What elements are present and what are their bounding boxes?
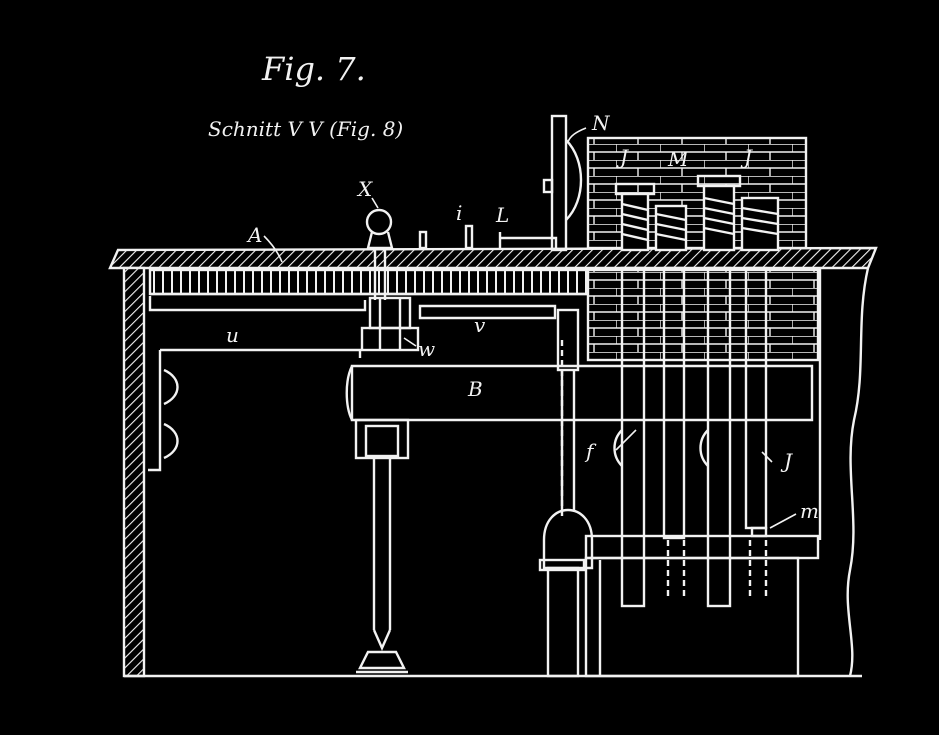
table-top <box>108 246 878 270</box>
arm-v <box>418 304 557 320</box>
label-f: f <box>584 439 597 463</box>
rod-f <box>620 266 646 608</box>
lever-rod <box>556 308 580 372</box>
label-b: B <box>467 377 483 401</box>
piston-left <box>614 182 656 252</box>
gear-rack <box>148 268 612 296</box>
rod-j-mid <box>706 266 732 608</box>
post-n <box>550 114 568 252</box>
label-j-top-right: J <box>740 145 753 169</box>
label-j-right: J <box>780 449 793 473</box>
spindle-hub <box>354 418 410 460</box>
rod-l <box>500 236 558 248</box>
figure-subtitle: Schnitt V V (Fig. 8) <box>208 117 403 141</box>
collar-w <box>368 296 412 330</box>
label-n: N <box>591 111 611 135</box>
arm-u <box>148 296 367 312</box>
bracket-left <box>148 348 362 472</box>
piston-mid-left <box>654 204 688 252</box>
label-w: w <box>418 337 435 361</box>
label-m-upper: M <box>667 147 689 171</box>
label-u: u <box>226 323 239 347</box>
label-j-top-left: J <box>616 145 629 169</box>
spindle-foot <box>358 650 406 670</box>
label-l: L <box>495 203 509 227</box>
beam-b <box>350 364 814 422</box>
label-a: A <box>246 223 262 247</box>
foot-plate-m <box>584 534 820 560</box>
label-x: X <box>356 177 373 201</box>
left-wall <box>122 266 146 678</box>
figure-title: Fig. 7. <box>261 50 366 88</box>
label-v: v <box>474 313 486 337</box>
piston-mid-right <box>696 174 742 252</box>
piston-right <box>740 196 780 252</box>
knob-x <box>365 208 393 236</box>
label-m-lower: m <box>800 499 819 523</box>
label-i: i <box>456 201 462 225</box>
right-wall <box>846 267 870 677</box>
lever-fork <box>542 508 594 570</box>
